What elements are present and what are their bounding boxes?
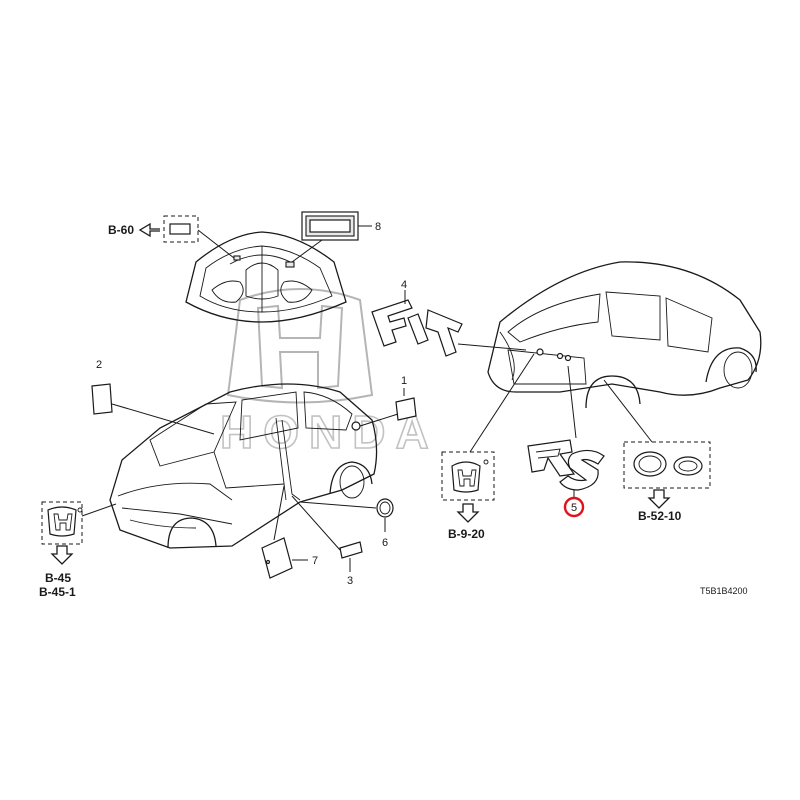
car-rear-view — [487, 261, 762, 409]
front-emblem-ref-box — [41, 501, 117, 545]
rear-emblem-ref-box — [441, 353, 535, 501]
ref-b920-text[interactable]: B-9-20 — [448, 527, 485, 541]
callout-7[interactable]: 7 — [312, 555, 318, 567]
callout-6[interactable]: 6 — [382, 537, 388, 549]
callout-2[interactable]: 2 — [96, 359, 102, 371]
honda-watermark-logo: HONDA — [219, 288, 439, 459]
drawing-code: T5B1B4200 — [700, 586, 748, 596]
part-1-label[interactable]: 1 — [359, 375, 417, 427]
part-7-label[interactable]: 7 — [261, 485, 318, 579]
ref-arrow-b920[interactable]: B-9-20 — [448, 503, 485, 541]
ref-b5210-text[interactable]: B-52-10 — [638, 509, 682, 523]
part-8-label[interactable]: 8 — [291, 211, 381, 263]
hood-label-ref-box — [163, 215, 235, 259]
callout-1[interactable]: 1 — [401, 375, 407, 387]
part-4-fit-emblem[interactable]: 4 — [371, 279, 527, 357]
callout-5-highlight-ring — [563, 496, 585, 518]
ref-b45-text[interactable]: B-45 — [45, 571, 71, 585]
ref-b60-text[interactable]: B-60 — [108, 223, 134, 237]
callout-3[interactable]: 3 — [347, 575, 353, 587]
ref-arrow-b5210[interactable]: B-52-10 — [638, 489, 682, 523]
ref-b451-text[interactable]: B-45-1 — [39, 585, 76, 599]
ref-arrow-b45[interactable]: B-45 B-45-1 — [39, 545, 76, 599]
part-3-label[interactable]: 3 — [291, 495, 363, 587]
car-front-view — [109, 383, 378, 549]
watermark-text: HONDA — [220, 406, 439, 458]
ref-arrow-b60[interactable]: B-60 — [108, 222, 160, 238]
part-2-label[interactable]: 2 — [91, 359, 215, 435]
hood-panel — [185, 231, 347, 323]
hub-emblem-ref-box — [603, 379, 711, 489]
part-5-rs-emblem[interactable]: 5 — [527, 365, 605, 518]
part-6-emblem[interactable]: 6 — [299, 498, 394, 549]
callout-5[interactable]: 5 — [571, 502, 577, 514]
callout-8[interactable]: 8 — [375, 221, 381, 233]
callout-4[interactable]: 4 — [401, 279, 407, 291]
